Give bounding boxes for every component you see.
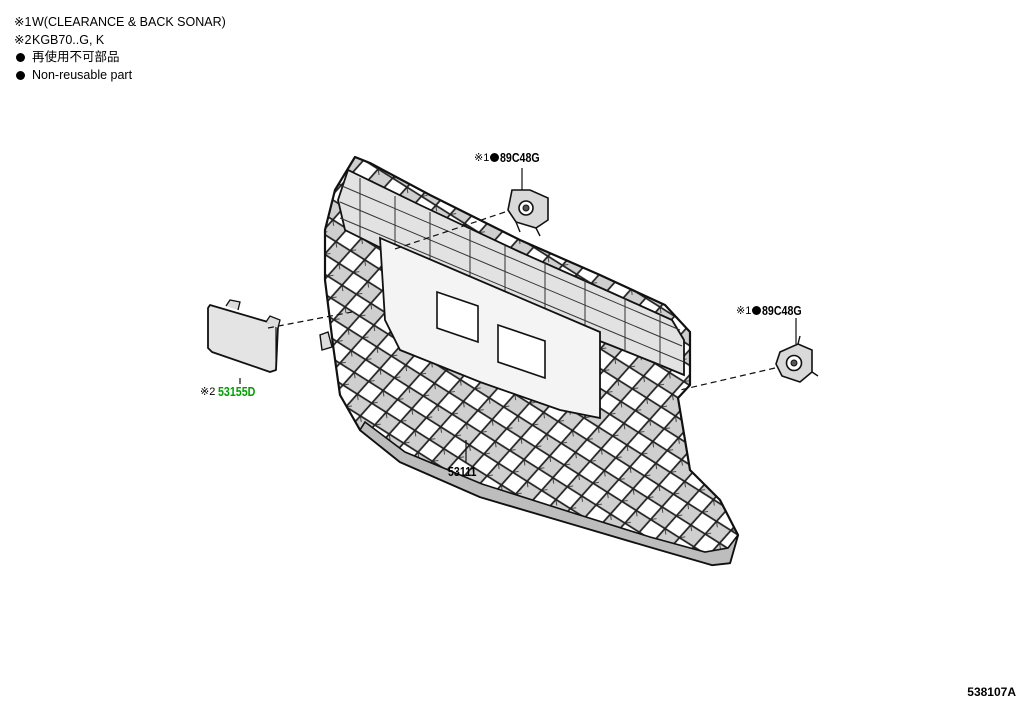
callout-sensor-right: ※1 89C48G [736, 303, 811, 318]
note-text: 再使用不可部品 [32, 50, 120, 64]
note-text: W(CLEARANCE & BACK SONAR) [32, 15, 226, 29]
part-number-89c48g[interactable]: 89C48G [500, 150, 541, 165]
legend-note-1: ※1 W(CLEARANCE & BACK SONAR) [14, 14, 226, 32]
non-reusable-dot-icon [490, 153, 500, 162]
grille-left-tab [319, 331, 333, 351]
legend-note-3: 再使用不可部品 [14, 49, 226, 67]
mount-slot-right [497, 323, 546, 380]
non-reusable-dot-icon [16, 53, 25, 63]
part-number-89c48g[interactable]: 89C48G [762, 303, 803, 318]
non-reusable-dot-icon [752, 306, 762, 315]
note-mark: ※1 [14, 15, 32, 29]
callout-grille: 53111 [448, 464, 483, 479]
legend-note-2: ※2 KGB70..G, K [14, 32, 226, 50]
note-text: KGB70..G, K [32, 32, 105, 47]
sonar-hole-cover [207, 299, 281, 373]
sensor-holder-right [775, 335, 819, 383]
sensor-holder-top [507, 189, 549, 237]
mount-slot-left [436, 290, 479, 344]
callout-cover: ※2 53155D [200, 384, 264, 399]
part-number-53111[interactable]: 53111 [448, 464, 477, 479]
legend-note-4: Non-reusable part [14, 67, 226, 85]
grille-lower-lip [358, 420, 739, 566]
callout-note-mark: ※1 [736, 305, 752, 317]
installation-guides [239, 168, 797, 462]
legend: ※1 W(CLEARANCE & BACK SONAR) ※2 KGB70..G… [14, 14, 226, 84]
diagram-id: 538107A [967, 685, 1016, 699]
part-number-53155d[interactable]: 53155D [218, 384, 256, 399]
note-text: Non-reusable part [32, 67, 133, 82]
callout-sensor-top: ※1 89C48G [474, 150, 549, 165]
callout-note-mark: ※2 [200, 386, 216, 398]
non-reusable-dot-icon [16, 70, 25, 80]
grille-assembly [319, 155, 740, 567]
note-mark: ※2 [14, 32, 32, 47]
callout-note-mark: ※1 [474, 152, 490, 164]
